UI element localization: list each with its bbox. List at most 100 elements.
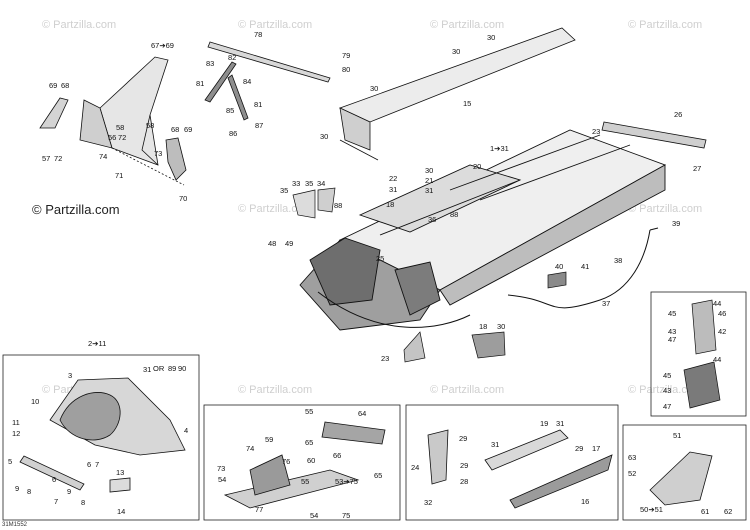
callout: 35: [280, 186, 288, 195]
callout: 72: [118, 133, 126, 142]
steering-arm-right: [227, 74, 249, 121]
callout: 17: [592, 444, 600, 453]
callout: 29: [459, 434, 467, 443]
callout: 60: [307, 456, 315, 465]
callout: 66: [333, 451, 341, 460]
callout: 82: [228, 53, 236, 62]
callout: 18: [479, 322, 487, 331]
callout: 30: [452, 47, 460, 56]
callout: 44: [713, 299, 721, 308]
callout: 42: [718, 327, 726, 336]
callout: 2➔11: [88, 339, 106, 348]
callout: 15: [463, 99, 471, 108]
callout: 37: [602, 299, 610, 308]
callout: 76: [282, 457, 290, 466]
callout: 51: [673, 431, 681, 440]
inset-frame-front: [2, 354, 200, 521]
callout: 18: [386, 200, 394, 209]
callout: 9: [15, 484, 19, 493]
callout: 90: [178, 364, 186, 373]
callout: 68: [61, 81, 69, 90]
callout: 81: [254, 100, 262, 109]
callout: 29: [575, 444, 583, 453]
callout: 1➔31: [490, 144, 509, 153]
callout: 31: [425, 186, 433, 195]
callout: 26: [674, 110, 682, 119]
callout: 74: [246, 444, 254, 453]
small-brackets: [292, 187, 567, 363]
callout: 28: [460, 477, 468, 486]
callout-labels: 67➔69 69 68 58 56 72 58 57 72 74 73 71 6…: [8, 30, 732, 520]
callout: 7: [54, 497, 58, 506]
callout: 6: [87, 460, 91, 469]
callout: 58: [146, 121, 154, 130]
callout: 59: [265, 435, 273, 444]
steering-arm-left: [204, 61, 237, 103]
handle-bracket-part: [39, 97, 69, 129]
side-plate-part: [165, 137, 187, 181]
callout: 30: [370, 84, 378, 93]
rear-crossbar: [601, 121, 707, 149]
watermark: © Partzilla.com: [628, 19, 702, 31]
callout: 48: [268, 239, 276, 248]
callout: 31: [491, 440, 499, 449]
callout: 57: [42, 154, 50, 163]
callout: 8: [81, 498, 85, 507]
callout: 75: [342, 511, 350, 520]
callout: 56: [108, 133, 116, 142]
callout: 11: [12, 418, 20, 427]
callout: 36: [428, 215, 436, 224]
callout: 68: [171, 125, 179, 134]
callout: 13: [116, 468, 124, 477]
callout: 5: [8, 457, 12, 466]
inset-frame-tunnel-parts: [405, 404, 619, 521]
callout: 14: [117, 507, 125, 516]
callout: 78: [254, 30, 262, 39]
inset-frame-footrest: [203, 404, 401, 521]
front-frame-assembly: [19, 377, 186, 493]
callout: 52: [628, 469, 636, 478]
callout: 30: [320, 132, 328, 141]
callout: 47: [663, 402, 671, 411]
callout: 88: [450, 210, 458, 219]
callout: 71: [115, 171, 123, 180]
callout: 9: [67, 487, 71, 496]
callout: 54: [218, 475, 226, 484]
watermark: © Partzilla.com: [238, 203, 312, 215]
rear-bracket-assembly: [649, 451, 713, 506]
callout: 73: [217, 464, 225, 473]
callout: 87: [255, 121, 263, 130]
rear-cables: [317, 227, 659, 328]
callout: 58: [116, 123, 124, 132]
callout: 55: [305, 407, 313, 416]
callout: OR: [153, 364, 165, 373]
callout: 74: [99, 152, 107, 161]
inset-frame-side-brackets: [650, 291, 747, 417]
callout: 3: [68, 371, 72, 380]
callout: 16: [581, 497, 589, 506]
callout: 41: [581, 262, 589, 271]
callout: 55: [301, 477, 309, 486]
callout: 32: [424, 498, 432, 507]
callout: 62: [724, 507, 732, 516]
callout: 31: [556, 419, 564, 428]
callout: 64: [358, 409, 366, 418]
callout: 49: [285, 239, 293, 248]
watermark: © Partzilla.com: [238, 19, 312, 31]
steering-support-assembly: [39, 56, 187, 186]
watermark: © Partzilla.com: [430, 384, 504, 396]
callout: 19: [540, 419, 548, 428]
watermark: © Partzilla.com: [628, 203, 702, 215]
callout: 88: [334, 201, 342, 210]
callout: 80: [342, 65, 350, 74]
callout: 69: [49, 81, 57, 90]
callout: 20: [473, 162, 481, 171]
callout: 40: [555, 262, 563, 271]
callout: 38: [614, 256, 622, 265]
callout: 39: [672, 219, 680, 228]
callout: 12: [12, 429, 20, 438]
callout: 23: [381, 354, 389, 363]
callout: 83: [206, 59, 214, 68]
callout: 65: [305, 438, 313, 447]
callout: 30: [497, 322, 505, 331]
